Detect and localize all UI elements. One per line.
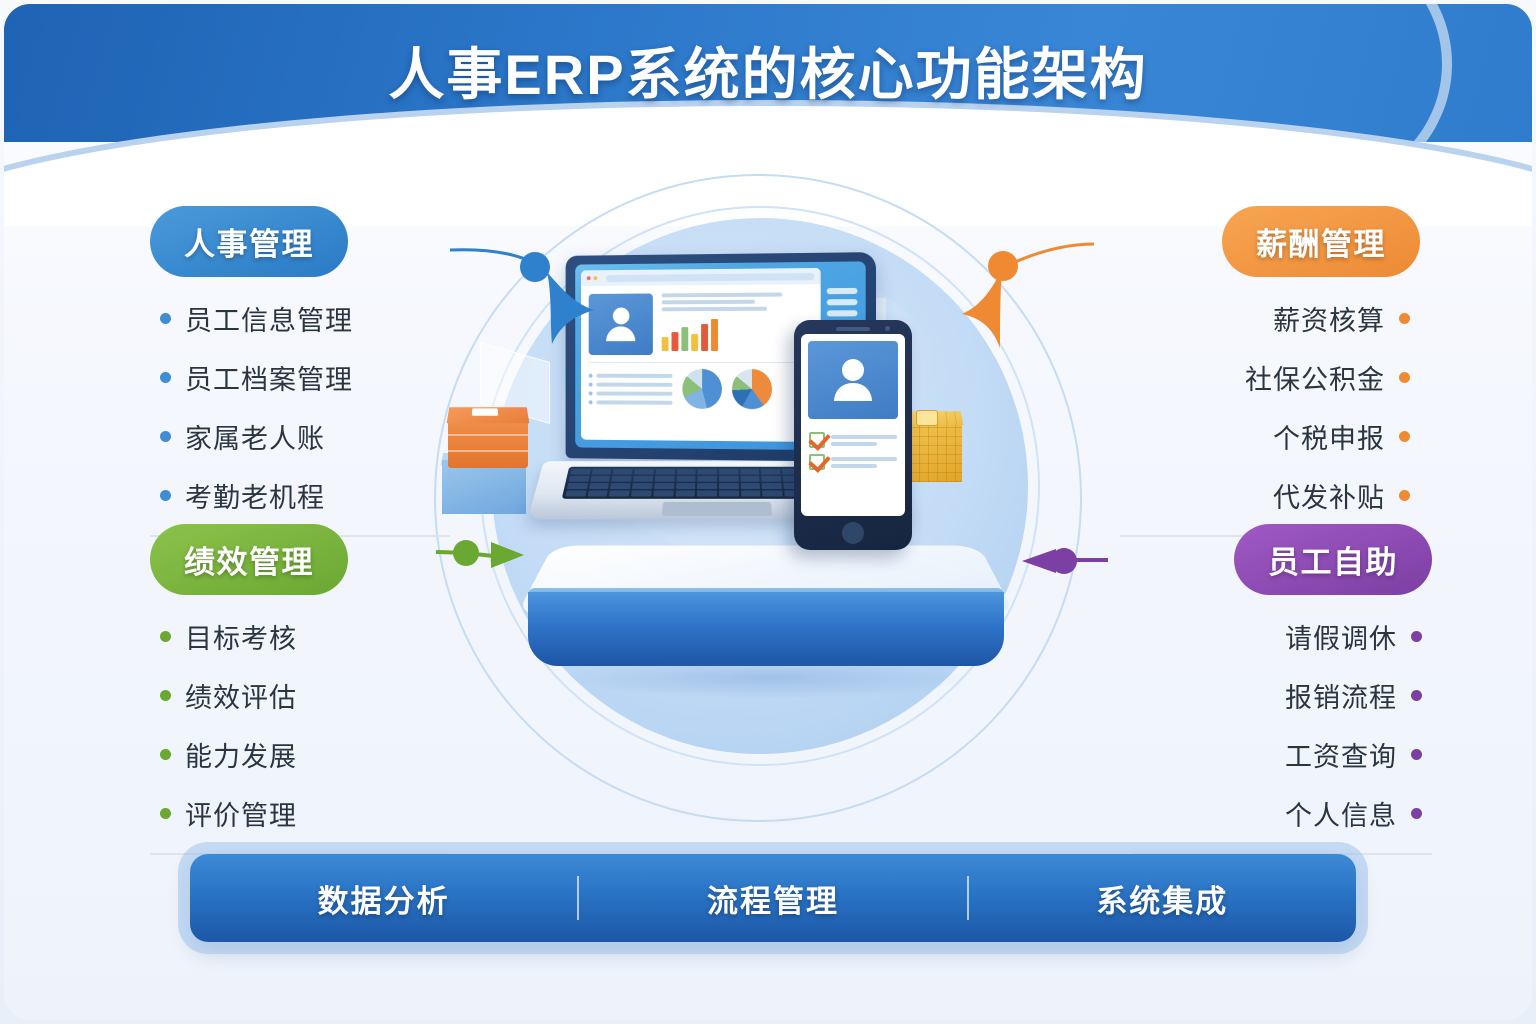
bullet-icon: [1399, 431, 1410, 442]
list-item[interactable]: 社保公积金: [1100, 358, 1410, 397]
list-item[interactable]: 薪资核算: [1100, 299, 1410, 338]
outer-ring: [434, 174, 1082, 822]
connector-line-payroll: [1005, 242, 1095, 268]
bullet-icon: [160, 313, 171, 324]
checkmark-icon: [809, 432, 825, 448]
list-item[interactable]: 代发补贴: [1100, 476, 1410, 515]
bullet-icon: [1399, 313, 1410, 324]
connector-layer: [435, 242, 1108, 574]
list-item[interactable]: 目标考核: [160, 617, 470, 656]
bullet-icon: [160, 808, 171, 819]
phone-home-button: [842, 522, 864, 544]
footer-item-analytics[interactable]: 数据分析: [317, 883, 450, 919]
phone-camera: [885, 326, 890, 331]
gold-coin-label: [916, 410, 938, 426]
list-item[interactable]: 个人信息: [1112, 794, 1422, 833]
list-item-label: 个税申报: [1273, 424, 1385, 454]
phone-check-item-2: [801, 448, 905, 470]
list-item-label: 考勤老机程: [185, 483, 325, 513]
list-item-label: 评价管理: [185, 801, 297, 831]
panel-list-payroll: 薪资核算 社保公积金 个税申报 代发补贴: [1090, 299, 1420, 515]
bullet-icon: [1411, 690, 1422, 701]
panel-label-selfservice[interactable]: 员工自助: [1234, 524, 1436, 603]
list-item-label: 社保公积金: [1245, 365, 1385, 395]
connector-dot-payroll: [988, 251, 1018, 281]
smartphone-icon: [794, 320, 912, 550]
panel-performance: 绩效管理 目标考核 绩效评估 能力发展 评价管理: [150, 524, 480, 855]
list-item[interactable]: 能力发展: [160, 735, 470, 774]
panel-payroll: 薪酬管理 薪资核算 社保公积金 个税申报 代发补贴: [1090, 206, 1424, 537]
bullet-icon: [1411, 749, 1422, 760]
blue-cube: [442, 460, 526, 514]
bullet-icon: [160, 490, 171, 501]
connector-arrow-selfservice: [1022, 549, 1056, 573]
list-item[interactable]: 家属老人账: [160, 417, 470, 456]
panel-personnel: 人事管理 员工信息管理 员工档案管理 家属老人账 考勤老机程: [150, 206, 480, 537]
footer-item-workflow[interactable]: 流程管理: [706, 883, 839, 919]
list-item-label: 家属老人账: [185, 424, 325, 454]
phone-speaker: [836, 327, 870, 331]
list-item[interactable]: 工资查询: [1112, 735, 1422, 774]
footer-bar: 数据分析 流程管理 系统集成: [190, 854, 1356, 942]
list-item-label: 请假调休: [1285, 624, 1397, 654]
panel-selfservice: 员工自助 请假调休 报销流程 工资查询 个人信息: [1102, 524, 1436, 855]
list-item-label: 个人信息: [1285, 801, 1397, 831]
list-item-label: 工资查询: [1285, 742, 1397, 772]
platform-side: [528, 592, 1004, 666]
bullet-icon: [160, 431, 171, 442]
list-item-label: 能力发展: [185, 742, 297, 772]
footer-separator: [577, 876, 580, 920]
bullet-icon: [1411, 808, 1422, 819]
footer-separator: [966, 876, 969, 920]
orange-box-stack-icon: [440, 402, 534, 514]
list-item[interactable]: 个税申报: [1100, 417, 1410, 456]
list-item-label: 目标考核: [185, 624, 297, 654]
list-item[interactable]: 报销流程: [1112, 676, 1422, 715]
connector-dot-selfservice: [1051, 548, 1077, 574]
list-item[interactable]: 绩效评估: [160, 676, 470, 715]
list-item-label: 薪资核算: [1273, 306, 1385, 336]
list-item[interactable]: 员工信息管理: [160, 299, 470, 338]
panel-label-performance[interactable]: 绩效管理: [150, 524, 352, 603]
header-banner: [4, 4, 1532, 236]
bullet-icon: [1399, 490, 1410, 501]
bullet-icon: [1399, 372, 1410, 383]
panel-list-performance: 目标考核 绩效评估 能力发展 评价管理: [150, 617, 480, 833]
panel-label-payroll[interactable]: 薪酬管理: [1222, 206, 1424, 285]
orange-box-body: [448, 420, 528, 468]
bullet-icon: [160, 631, 171, 642]
list-item-label: 员工档案管理: [185, 365, 353, 395]
list-item[interactable]: 考勤老机程: [160, 476, 470, 515]
list-item[interactable]: 请假调休: [1112, 617, 1422, 656]
list-item-label: 代发补贴: [1273, 483, 1385, 513]
connector-arrow-payroll: [962, 270, 1002, 348]
panel-list-personnel: 员工信息管理 员工档案管理 家属老人账 考勤老机程: [150, 299, 480, 515]
phone-avatar-card: [808, 341, 898, 419]
phone-person-icon: [834, 359, 872, 401]
panel-label-personnel[interactable]: 人事管理: [150, 206, 352, 285]
platform-shadow: [566, 658, 966, 698]
bullet-icon: [160, 372, 171, 383]
connector-dot-performance: [453, 540, 479, 566]
checkmark-icon: [809, 454, 825, 470]
bullet-icon: [1411, 631, 1422, 642]
page-title: 人事ERP系统的核心功能架构: [388, 43, 1148, 106]
list-item-label: 报销流程: [1285, 683, 1397, 713]
phone-screen: [801, 334, 905, 516]
list-item[interactable]: 员工档案管理: [160, 358, 470, 397]
connector-dot-personnel: [520, 252, 550, 282]
central-illustration: [422, 166, 1122, 826]
isometric-platform: [506, 506, 1026, 736]
infographic-frame: 人事ERP系统的核心功能架构: [4, 4, 1532, 1020]
connector-arrow-performance: [491, 542, 524, 568]
panel-list-selfservice: 请假调休 报销流程 工资查询 个人信息: [1102, 617, 1432, 833]
bullet-icon: [160, 749, 171, 760]
connector-arrow-personnel: [547, 272, 594, 344]
list-item-label: 绩效评估: [185, 683, 297, 713]
bullet-icon: [160, 690, 171, 701]
footer-item-integration[interactable]: 系统集成: [1096, 883, 1229, 919]
phone-check-item-1: [801, 426, 905, 448]
list-item-label: 员工信息管理: [185, 306, 353, 336]
list-item[interactable]: 评价管理: [160, 794, 470, 833]
